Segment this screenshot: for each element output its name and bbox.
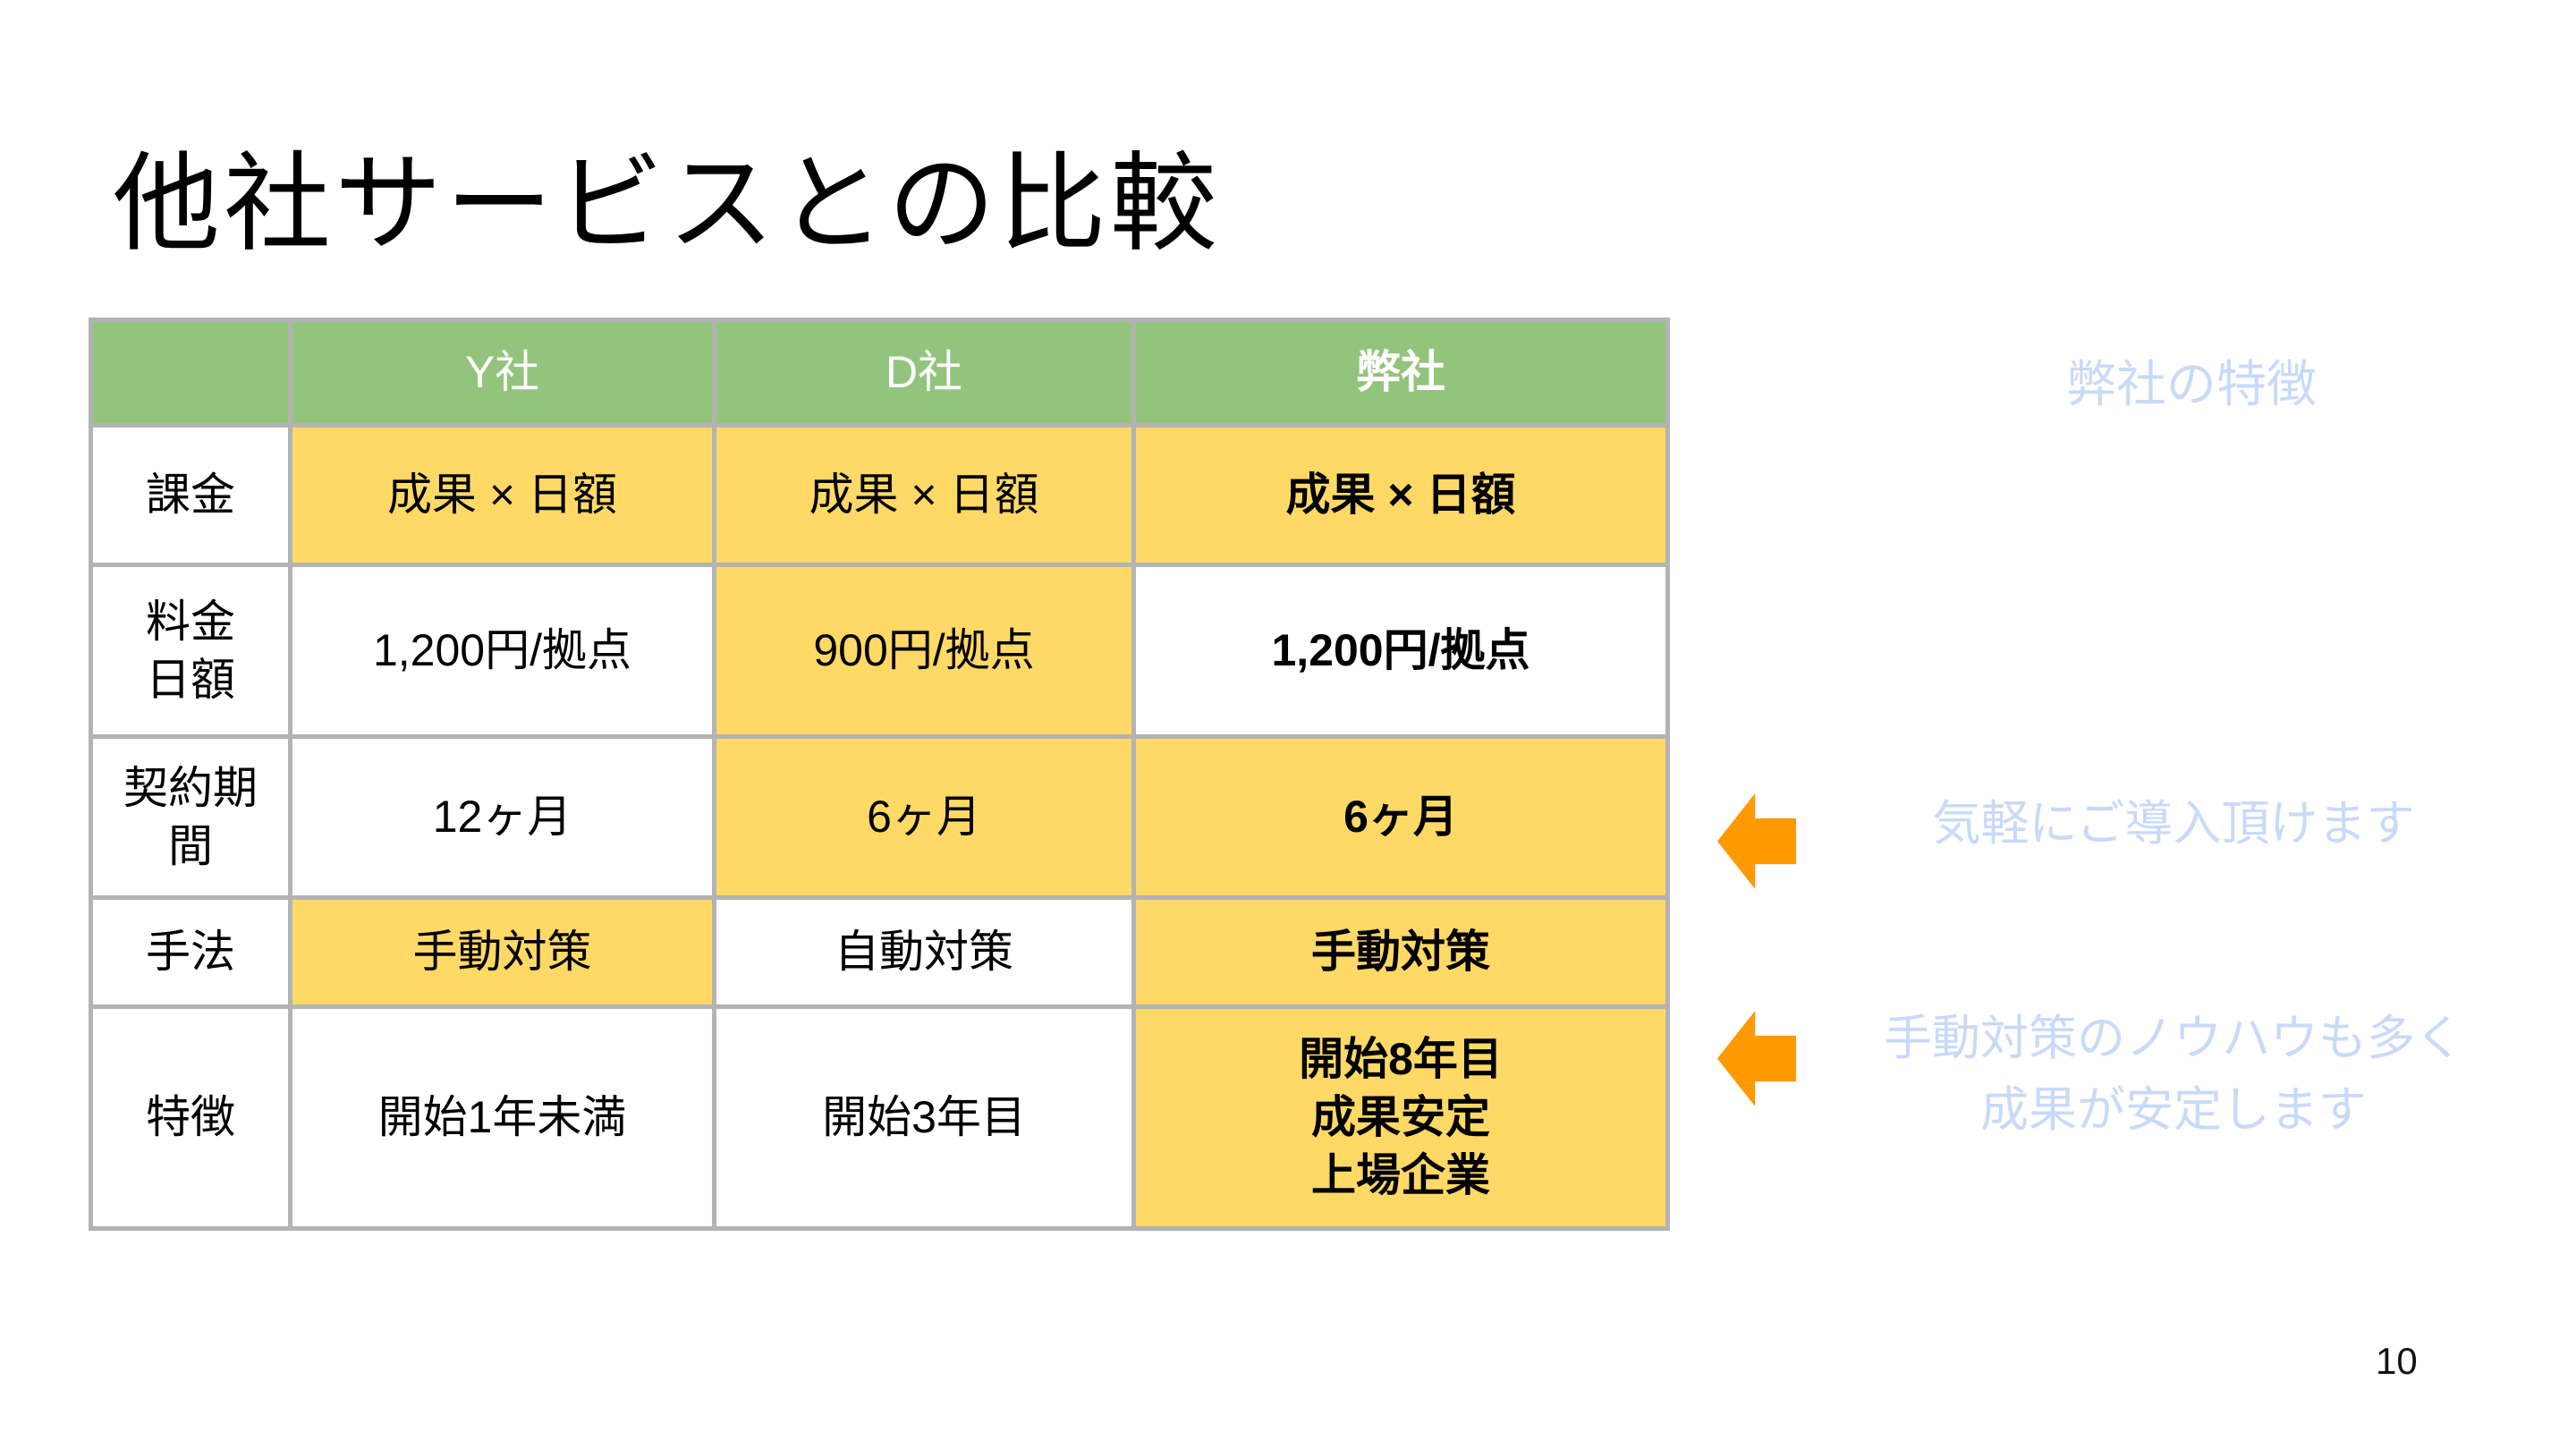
- table-cell: 6ヶ月: [712, 734, 1136, 900]
- column-header-cell: Y社: [288, 318, 716, 428]
- table-row: 課金成果 × 日額成果 × 日額成果 × 日額: [89, 423, 1670, 567]
- table-cell: 成果 × 日額: [712, 423, 1136, 567]
- page-title: 他社サービスとの比較: [113, 144, 1221, 264]
- table-cell: 1,200円/拠点: [1131, 563, 1670, 739]
- column-header-cell: 弊社: [1131, 318, 1670, 428]
- left-arrow-icon: [1717, 793, 1796, 889]
- left-arrow-icon: [1717, 1011, 1796, 1106]
- column-header-cell: [89, 318, 292, 428]
- annotations-heading: 弊社の特徴: [2066, 358, 2317, 413]
- table-cell: 手動対策: [1131, 895, 1670, 1009]
- page-number: 10: [2376, 1340, 2418, 1382]
- table-cell: 成果 × 日額: [1131, 423, 1670, 567]
- row-header-cell: 手法: [89, 895, 292, 1009]
- table-row: 手法手動対策自動対策手動対策: [89, 895, 1670, 1009]
- annotation-text: 手動対策のノウハウも多く 成果が安定します: [1884, 1012, 2463, 1137]
- column-header-cell: D社: [712, 318, 1136, 428]
- row-header-cell: 契約期 間: [89, 734, 292, 900]
- table-cell: 開始8年目 成果安定 上場企業: [1131, 1004, 1670, 1231]
- table-cell: 12ヶ月: [288, 734, 716, 900]
- table-cell: 6ヶ月: [1131, 734, 1670, 900]
- table-cell: 手動対策: [288, 895, 716, 1009]
- table-cell: 自動対策: [712, 895, 1136, 1009]
- annotation-text: 気軽にご導入頂けます: [1932, 797, 2415, 851]
- table-cell: 900円/拠点: [712, 563, 1136, 739]
- table-cell: 開始3年目: [712, 1004, 1136, 1231]
- row-header-cell: 課金: [89, 423, 292, 567]
- table-cell: 開始1年未満: [288, 1004, 716, 1231]
- row-header-cell: 特徴: [89, 1004, 292, 1231]
- table-cell: 1,200円/拠点: [288, 563, 716, 739]
- table-cell: 成果 × 日額: [288, 423, 716, 567]
- table-row: 特徴開始1年未満開始3年目開始8年目 成果安定 上場企業: [89, 1004, 1670, 1231]
- row-header-cell: 料金 日額: [89, 563, 292, 739]
